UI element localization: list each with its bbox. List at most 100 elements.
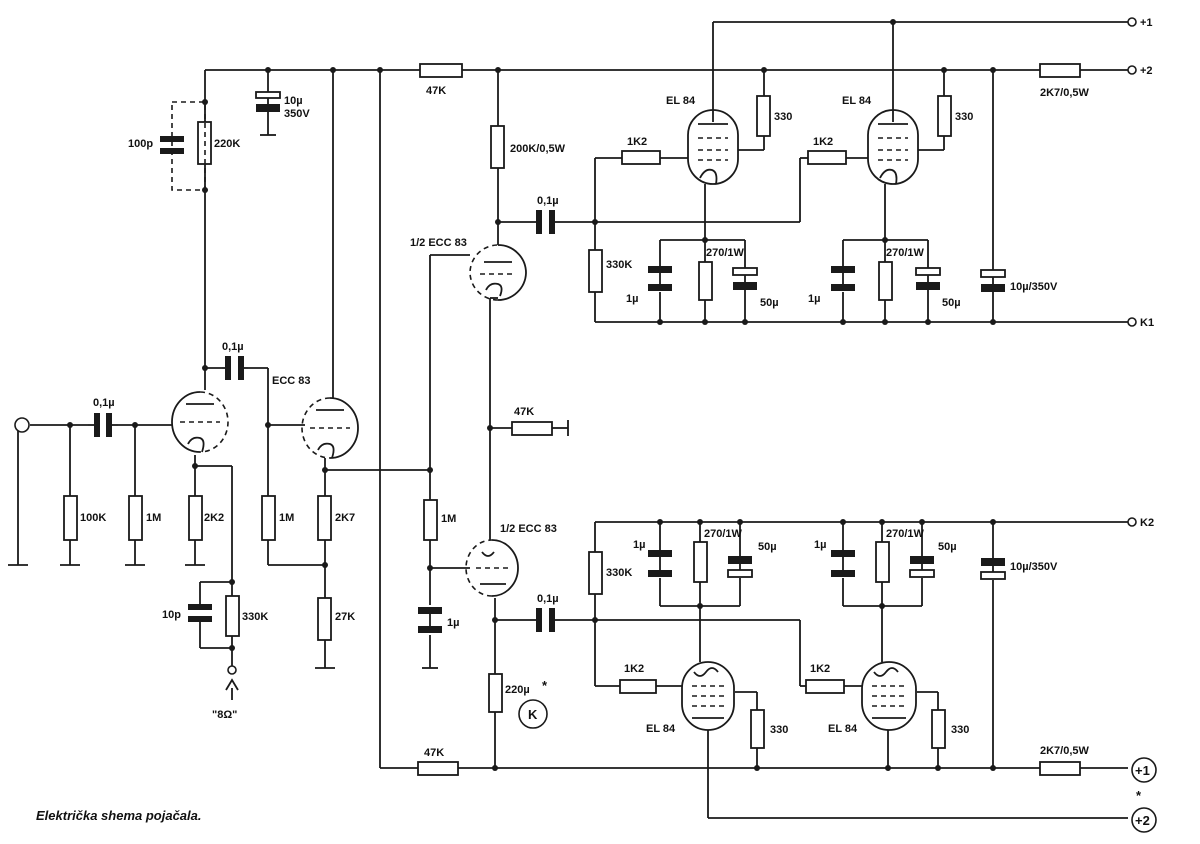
resistor-2k2 — [188, 495, 203, 541]
label-asterisk-out: * — [1136, 788, 1142, 803]
cap-50u-u1 — [732, 267, 758, 290]
label-c-1-l2: 1µ — [814, 539, 826, 551]
resistor-1m-b — [261, 495, 276, 541]
tube-half-ecc83-upper — [469, 244, 527, 301]
resistor-220u-r — [488, 673, 503, 713]
resistors — [63, 63, 1081, 776]
terminal-plus2-top — [1127, 65, 1137, 75]
label-c-10-left: 10µ — [284, 95, 303, 107]
label-plus1-top: +1 — [1140, 17, 1153, 29]
resistor-47k-bottom — [417, 761, 459, 776]
resistor-2k7w-bottom — [1039, 761, 1081, 776]
cap-1u-u2 — [831, 266, 855, 291]
label-r-200k: 200K/0,5W — [510, 143, 566, 155]
label-el84-u1: EL 84 — [666, 95, 696, 107]
resistor-2k7w-top — [1039, 63, 1081, 78]
label-v-350-left: 350V — [284, 108, 310, 120]
label-r-47k-bottom: 47K — [424, 747, 444, 759]
resistor-200k — [490, 125, 505, 169]
tube-half-ecc83-lower — [465, 539, 519, 597]
supply-wiring — [204, 21, 1128, 768]
label-r-270-u2: 270/1W — [886, 247, 925, 259]
label-c-01-interstage: 0,1µ — [222, 341, 244, 353]
label-r-1k2-l1: 1K2 — [624, 663, 644, 675]
label-c-50-l1: 50µ — [758, 541, 777, 553]
tubes — [171, 109, 919, 731]
terminal-k2 — [1127, 517, 1137, 527]
resistor-1k2-u2 — [807, 150, 847, 165]
labels: +1 +2 K1 K2 +1 +2 * "8Ω" K * EL 84 EL 84… — [36, 17, 1154, 828]
cap-1u-u1 — [648, 266, 672, 291]
resistor-1m-a — [128, 495, 143, 541]
label-r-2k7w-bottom: 2K7/0,5W — [1040, 745, 1090, 757]
label-r-100k: 100K — [80, 512, 106, 524]
terminal-plus1-top — [1127, 17, 1137, 27]
label-asterisk-k: * — [542, 678, 548, 693]
label-plus2-top: +2 — [1140, 65, 1153, 77]
tube-el84-u2 — [867, 109, 919, 185]
terminal-output-tap — [227, 665, 237, 675]
label-c-10-350-u: 10µ/350V — [1010, 281, 1058, 293]
resistor-1k2-l1 — [619, 679, 657, 694]
label-r-220k: 220K — [214, 138, 240, 150]
resistor-270-l2 — [875, 541, 890, 583]
terminal-plus2-bottom — [1131, 807, 1157, 833]
label-r-270-l2: 270/1W — [886, 528, 925, 540]
resistor-330-l2 — [931, 709, 946, 749]
label-r-47k-mid: 47K — [514, 406, 534, 418]
cap-01-lower — [530, 608, 560, 632]
label-r-270-u1: 270/1W — [706, 247, 745, 259]
resistor-47k-top — [419, 63, 463, 78]
label-c-10-350-l: 10µ/350V — [1010, 561, 1058, 573]
label-r-330-l1: 330 — [770, 724, 788, 736]
tube-el84-l1 — [681, 661, 735, 731]
resistor-270-u1 — [698, 261, 713, 301]
resistor-1k2-u1 — [621, 150, 661, 165]
label-r-1m-b: 1M — [279, 512, 294, 524]
label-c-1-driver: 1µ — [447, 617, 459, 629]
label-c-220: 220µ — [505, 684, 530, 696]
label-half-ecc83-upper: 1/2 ECC 83 — [410, 237, 467, 249]
cap-10p — [188, 598, 212, 626]
label-r-1k2-l2: 1K2 — [810, 663, 830, 675]
lower-output-wiring — [594, 521, 1128, 819]
resistor-330k-fb — [225, 595, 240, 637]
cap-01-interstage — [222, 356, 248, 380]
label-c-01-lower: 0,1µ — [537, 593, 559, 605]
terminal-input — [14, 417, 30, 433]
resistor-270-u2 — [878, 261, 893, 301]
tube-ecc83-b — [301, 397, 359, 459]
label-plus1-bottom: +1 — [1135, 763, 1150, 778]
upper-output-wiring — [498, 157, 929, 322]
driver-wiring — [325, 254, 1128, 769]
label-r-1m-c: 1M — [441, 513, 456, 525]
label-r-2k2: 2K2 — [204, 512, 224, 524]
label-c-01-upper: 0,1µ — [537, 195, 559, 207]
label-c-10p: 10p — [162, 609, 181, 621]
resistor-330-l1 — [750, 709, 765, 749]
resistor-2k7 — [317, 495, 332, 541]
label-c-100p: 100p — [128, 138, 153, 150]
ground-k-symbol — [518, 699, 548, 729]
cap-01-input — [88, 413, 118, 437]
cap-50u-u2 — [915, 267, 941, 290]
cap-10u-350v-l — [980, 558, 1006, 580]
label-r-330-u2: 330 — [955, 111, 973, 123]
caption: Električka shema pojačala. — [36, 808, 201, 823]
label-r-330k-l: 330K — [606, 567, 632, 579]
label-c-50-l2: 50µ — [938, 541, 957, 553]
label-c-50-u1: 50µ — [760, 297, 779, 309]
label-c-1-l1: 1µ — [633, 539, 645, 551]
tube-el84-l2 — [861, 661, 917, 731]
input-wiring — [8, 367, 335, 700]
label-ground-k: K — [528, 707, 538, 722]
label-r-2k7w-top: 2K7/0,5W — [1040, 87, 1090, 99]
resistor-330-u2 — [937, 95, 952, 137]
label-c-1-u1: 1µ — [626, 293, 638, 305]
label-half-ecc83-lower: 1/2 ECC 83 — [500, 523, 557, 535]
cap-50u-l1 — [727, 556, 753, 578]
label-r-270-l1: 270/1W — [704, 528, 743, 540]
label-r-330-l2: 330 — [951, 724, 969, 736]
label-r-47k-top: 47K — [426, 85, 446, 97]
